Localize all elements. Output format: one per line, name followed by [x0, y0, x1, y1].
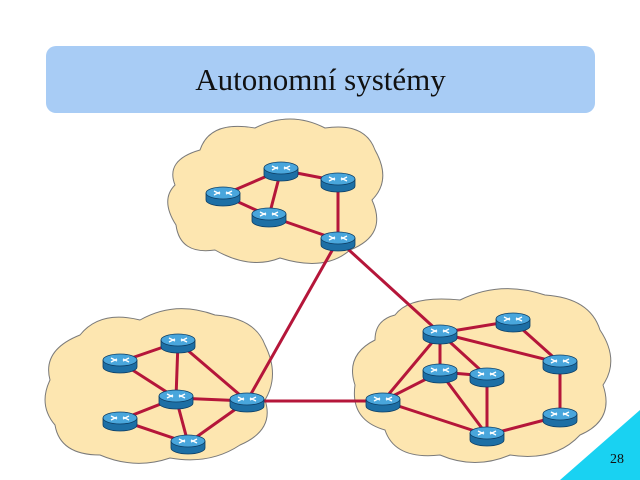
page-number: 28: [610, 452, 624, 467]
corner-triangle: [560, 410, 640, 480]
link: [381, 331, 442, 403]
router-icon: [422, 324, 458, 345]
router-icon: [320, 172, 356, 193]
router-icon: [158, 389, 194, 410]
router-icon: [102, 353, 138, 374]
router-icon: [320, 231, 356, 252]
router-icon: [469, 367, 505, 388]
router-icon: [251, 207, 287, 228]
router-icon: [160, 333, 196, 354]
router-icon: [102, 411, 138, 432]
router-icon: [263, 161, 299, 182]
inter-as-link: [336, 238, 442, 335]
title-banner: Autonomní systémy: [46, 46, 595, 113]
router-icon: [205, 186, 241, 207]
page-title: Autonomní systémy: [195, 62, 446, 97]
router-icon: [365, 392, 401, 413]
router-icon: [469, 426, 505, 447]
router-icon: [229, 392, 265, 413]
router-icon: [422, 363, 458, 384]
link: [381, 399, 489, 437]
link: [438, 331, 562, 365]
router-icon: [495, 312, 531, 333]
router-icon: [170, 434, 206, 455]
router-icon: [542, 407, 578, 428]
router-icon: [542, 354, 578, 375]
inter-as-link: [245, 238, 340, 403]
